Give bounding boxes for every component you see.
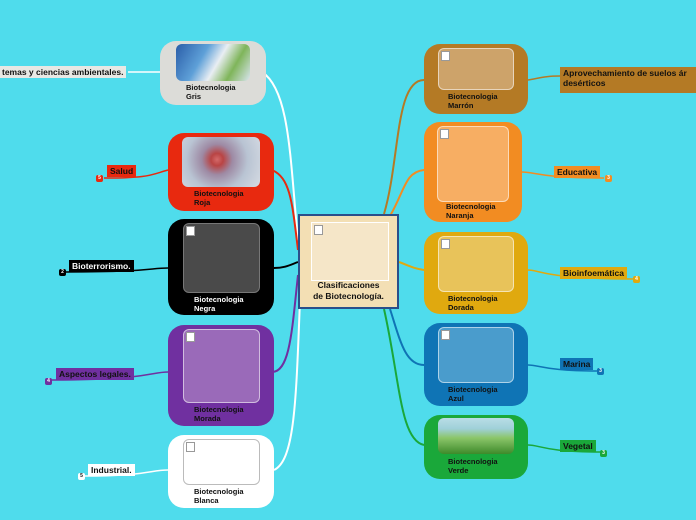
broken-image-icon [441, 330, 450, 340]
link-marron [383, 79, 425, 215]
link-dorada [398, 261, 425, 271]
broken-image-icon [314, 225, 323, 235]
link-tag-azul [527, 364, 599, 372]
tag-badge: 5 [96, 175, 103, 182]
link-verde [383, 308, 425, 446]
tag-badge: 4 [45, 378, 52, 385]
virus-image [182, 137, 260, 187]
broken-image-icon [186, 332, 195, 342]
link-azul [389, 308, 425, 366]
link-gris [261, 71, 299, 241]
link-blanca [273, 299, 301, 471]
link-tag-marron [527, 75, 561, 81]
tag-blanca[interactable]: Industrial. [88, 464, 135, 476]
placeholder-image [438, 327, 514, 383]
placeholder-image [183, 223, 260, 293]
tag-badge: 3 [597, 368, 604, 375]
placeholder-image [438, 236, 514, 292]
central-image [311, 222, 389, 281]
broken-image-icon [440, 129, 449, 139]
tag-morada[interactable]: Aspectos legales. [56, 368, 134, 380]
plants-photo-image [438, 418, 514, 454]
tag-badge: 4 [633, 276, 640, 283]
placeholder-image [437, 126, 509, 202]
tag-badge: 3 [605, 175, 612, 182]
tag-badge: 5 [78, 473, 85, 480]
tag-gris[interactable]: temas y ciencias ambientales. [0, 66, 127, 78]
link-roja [271, 169, 299, 251]
placeholder-image [183, 329, 260, 403]
broken-image-icon [441, 239, 450, 249]
placeholder-image [438, 48, 514, 90]
tag-badge: 2 [59, 269, 66, 276]
link-morada [271, 274, 299, 373]
link-negra [273, 261, 299, 269]
tag-dorada[interactable]: Bioinfoemática [560, 267, 627, 279]
broken-image-icon [186, 226, 195, 236]
link-naranja [389, 169, 425, 217]
tag-badge: 3 [600, 450, 607, 457]
tag-roja[interactable]: Salud [107, 165, 137, 177]
placeholder-image [183, 439, 260, 485]
tag-negra[interactable]: Bioterrorismo. [69, 260, 134, 272]
tag-verde[interactable]: Vegetal [560, 440, 596, 452]
broken-image-icon [441, 51, 450, 61]
tag-naranja[interactable]: Educativa [554, 166, 601, 178]
tag-azul[interactable]: Marina [560, 358, 594, 370]
broken-image-icon [186, 442, 195, 452]
link-tag-roja [103, 169, 169, 179]
lab-photo-image [176, 44, 250, 81]
